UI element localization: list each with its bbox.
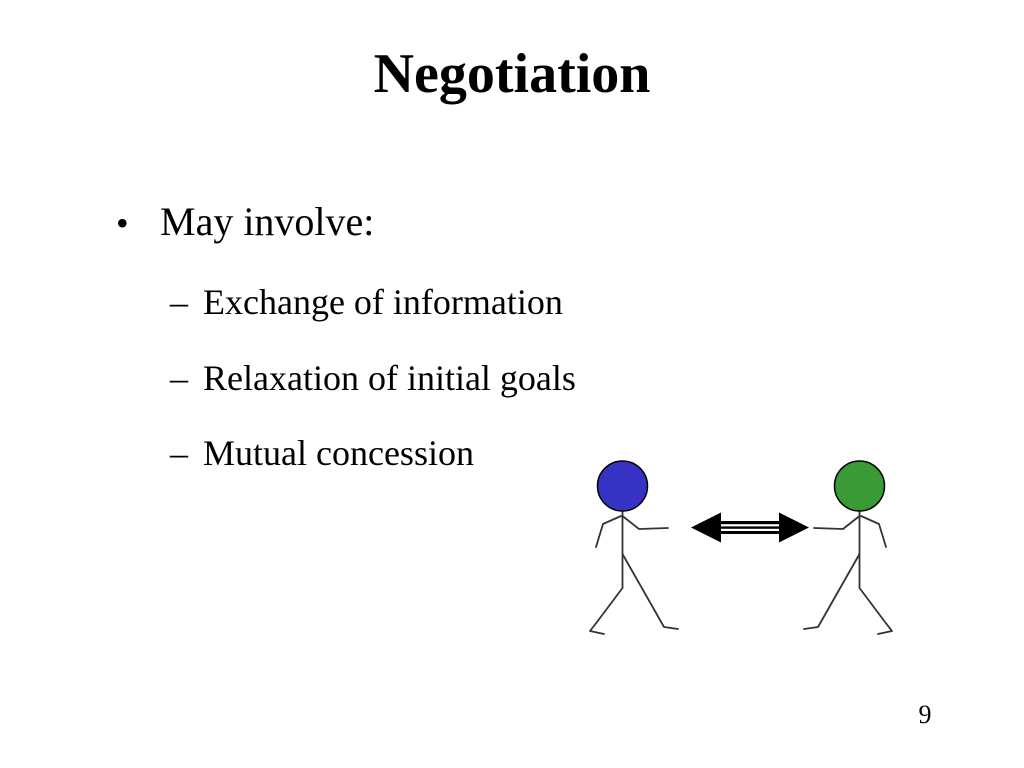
person-back-arm [595,515,622,548]
dash-marker: – [170,358,188,398]
person-front-leg [803,553,861,630]
arrow-right-head [779,512,809,543]
main-bullet-line: • May involve: [116,202,374,242]
person-front-leg [621,553,679,630]
person-head [833,460,886,512]
sub-bullet-text: Mutual concession [203,433,474,473]
sub-bullet-text: Exchange of information [203,282,563,322]
person-back-leg [858,587,893,635]
right-person-figure [803,460,893,635]
dash-marker: – [170,433,188,473]
page-number: 9 [918,700,932,729]
sub-bullet-line: – Relaxation of initial goals [170,360,576,396]
sub-bullet-line: – Mutual concession [170,435,474,471]
person-back-arm [860,515,887,548]
person-front-arm [621,515,669,530]
sub-bullet-line: – Exchange of information [170,284,563,320]
left-person-figure [589,460,679,635]
bullet-marker: • [116,203,129,243]
dash-marker: – [170,282,188,322]
double-arrow-icon [691,512,809,543]
person-back-leg [589,587,624,635]
slide-title: Negotiation [373,43,651,105]
arrow-left-head [691,512,721,543]
main-bullet-text: May involve: [160,199,375,244]
person-front-arm [813,515,861,530]
sub-bullet-text: Relaxation of initial goals [203,358,576,398]
person-head [596,460,649,512]
